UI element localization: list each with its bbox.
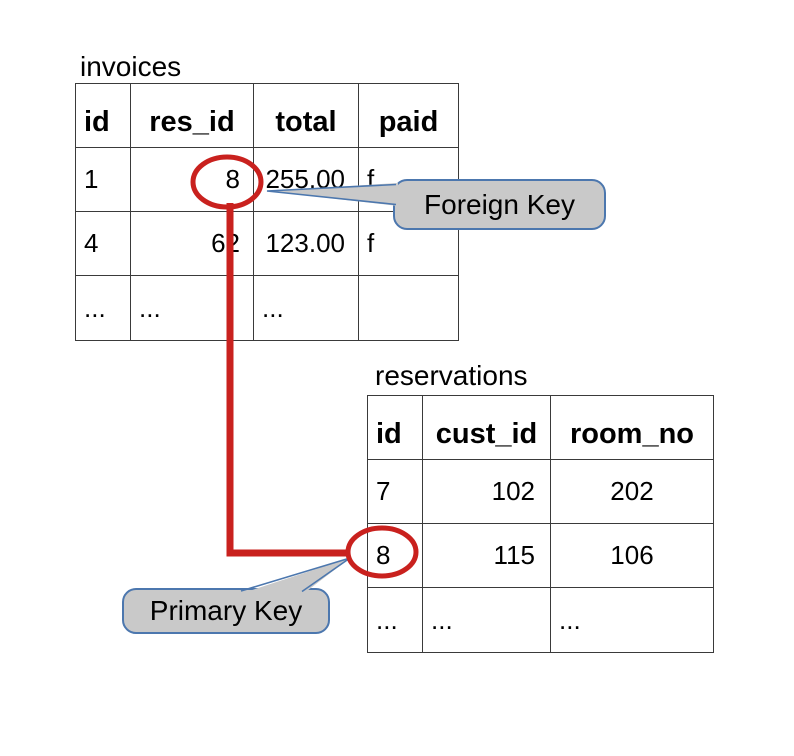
invoices-table-title: invoices (80, 51, 182, 82)
invoices-header-res-id: res_id (130, 83, 254, 148)
table-cell (358, 275, 459, 341)
table-cell: ... (130, 275, 254, 341)
foreign-key-callout: Foreign Key (393, 179, 606, 230)
table-cell: 1 (75, 147, 131, 212)
primary-key-callout: Primary Key (122, 588, 330, 634)
table-cell: ... (422, 587, 551, 653)
reservations-header-cust-id: cust_id (422, 395, 551, 460)
reservations-row-1: 7 102 202 (367, 459, 714, 524)
reservations-header-id: id (367, 395, 423, 460)
table-cell: 4 (75, 211, 131, 276)
invoices-foreign-key-cell: 8 (130, 147, 254, 212)
invoices-header-row: id res_id total paid (75, 83, 459, 148)
foreign-key-callout-label: Foreign Key (424, 188, 575, 220)
table-cell: 123.00 (253, 211, 359, 276)
table-cell: 202 (550, 459, 714, 524)
invoices-header-total: total (253, 83, 359, 148)
invoices-header-paid: paid (358, 83, 459, 148)
table-cell: ... (550, 587, 714, 653)
table-cell: 255.00 (253, 147, 359, 212)
primary-key-callout-label: Primary Key (149, 595, 303, 626)
table-cell: 102 (422, 459, 551, 524)
invoices-header-id: id (75, 83, 131, 148)
table-cell: 106 (550, 523, 714, 588)
table-cell: ... (75, 275, 131, 341)
primary-key-callout-tail-outline (240, 557, 351, 593)
reservations-header-row: id cust_id room_no (367, 395, 714, 460)
reservations-header-room-no: room_no (550, 395, 714, 460)
table-cell: ... (367, 587, 423, 653)
reservations-primary-key-cell: 8 (367, 523, 423, 588)
table-cell: 7 (367, 459, 423, 524)
reservations-row-2: 8 115 106 (367, 523, 714, 588)
reservations-table-title: reservations (375, 360, 528, 391)
table-cell: ... (253, 275, 359, 341)
invoices-row-ellipsis: ... ... ... (75, 275, 459, 341)
reservations-row-ellipsis: ... ... ... (367, 587, 714, 653)
reservations-table: id cust_id room_no 7 102 202 8 115 106 .… (367, 395, 714, 653)
table-cell: 62 (130, 211, 254, 276)
table-cell: 115 (422, 523, 551, 588)
